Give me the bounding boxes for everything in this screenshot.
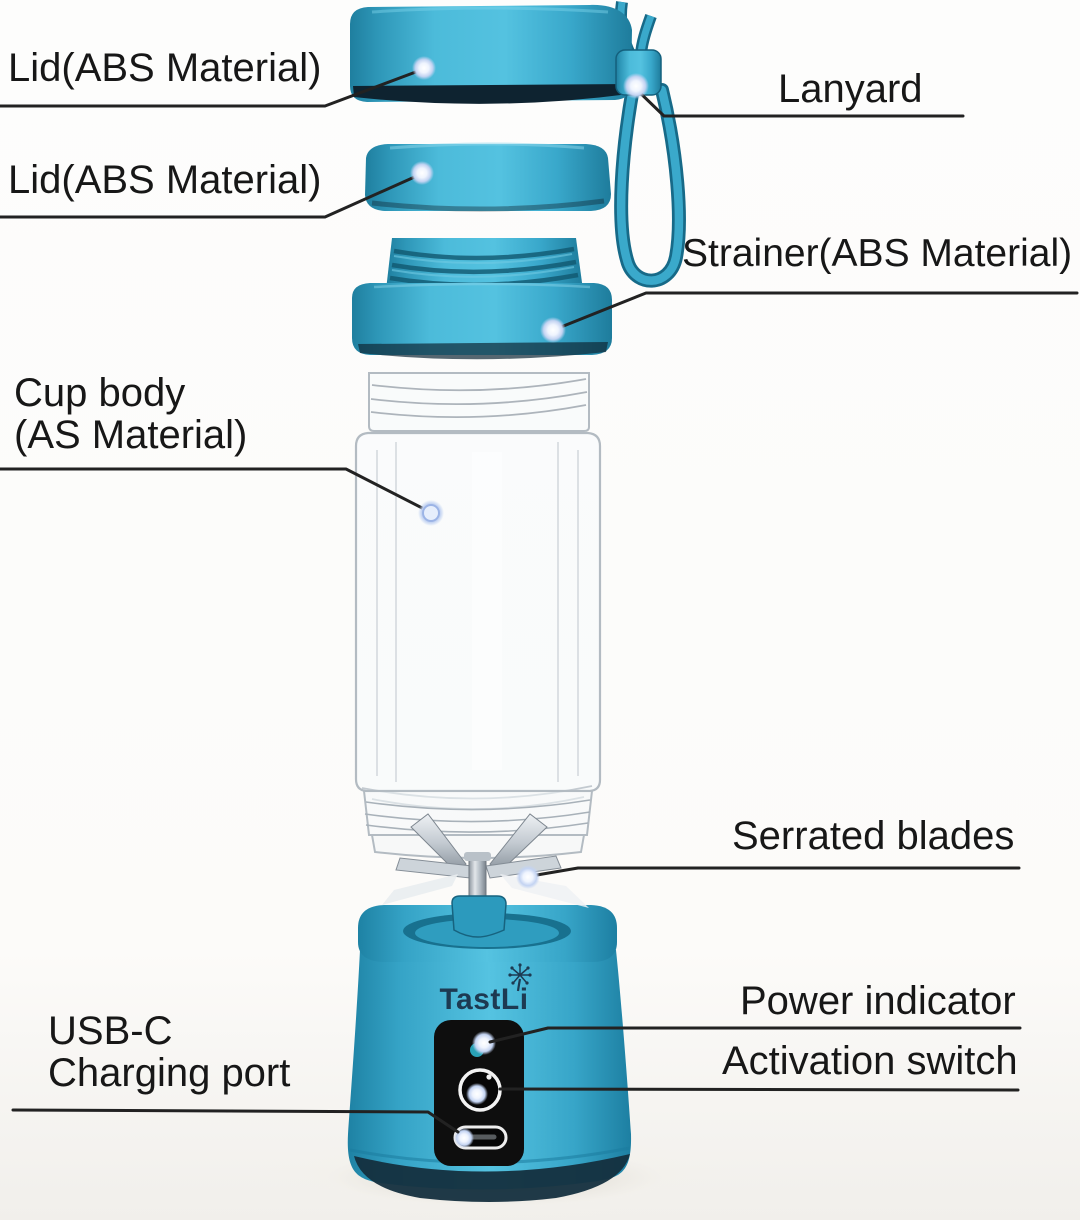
callout-line-power-indicator	[488, 1026, 1022, 1044]
label-usb-line2: Charging port	[48, 1051, 291, 1095]
callout-dot	[412, 56, 436, 80]
label-usb-line1: USB-C	[48, 1009, 173, 1053]
callout-line-lanyard	[634, 87, 965, 118]
label-cup-body-line1: Cup body	[14, 371, 186, 415]
label-cup-body-line2: (AS Material)	[14, 413, 248, 457]
callout-dot	[410, 161, 434, 185]
label-serrated-blades: Serrated blades	[732, 814, 1015, 858]
callout-line-usb-c	[11, 1108, 460, 1134]
label-power-indicator: Power indicator	[740, 979, 1016, 1023]
label-cup-body: Cup body (AS Material)	[14, 372, 247, 456]
callout-line-serrated-blades	[529, 866, 1021, 878]
callout-lines	[0, 68, 1079, 1134]
callout-line-activation-switch	[498, 1087, 1020, 1092]
usb-c-port[interactable]	[453, 1125, 508, 1150]
strainer-part	[352, 238, 612, 360]
brand-logo: TastLi	[439, 983, 528, 1016]
callout-line-lid-top	[0, 68, 423, 108]
callout-dot	[623, 73, 649, 99]
callout-dot	[516, 865, 540, 889]
callout-line-cup-body	[0, 467, 430, 513]
callout-dot	[540, 317, 566, 343]
label-usb-charging-port: USB-C Charging port	[48, 1010, 290, 1094]
callout-line-lid-inner	[0, 173, 421, 219]
dandelion-icon	[508, 963, 532, 992]
cup-body-part	[354, 372, 602, 859]
callout-dot	[422, 504, 440, 522]
motor-base-part: TastLi	[347, 905, 632, 1202]
label-strainer: Strainer(ABS Material)	[682, 232, 1073, 275]
label-activation-switch: Activation switch	[722, 1039, 1018, 1083]
activation-switch-button[interactable]	[458, 1068, 502, 1112]
callout-line-strainer	[554, 291, 1079, 331]
label-lid-inner: Lid(ABS Material)	[8, 158, 322, 202]
power-indicator-led	[470, 1031, 496, 1057]
label-lid-top: Lid(ABS Material)	[8, 46, 322, 90]
label-lanyard: Lanyard	[778, 67, 923, 111]
lid-inner-part	[365, 142, 611, 212]
blades-part	[382, 813, 589, 938]
lid-top-part	[350, 4, 632, 104]
callout-dots	[410, 56, 649, 889]
